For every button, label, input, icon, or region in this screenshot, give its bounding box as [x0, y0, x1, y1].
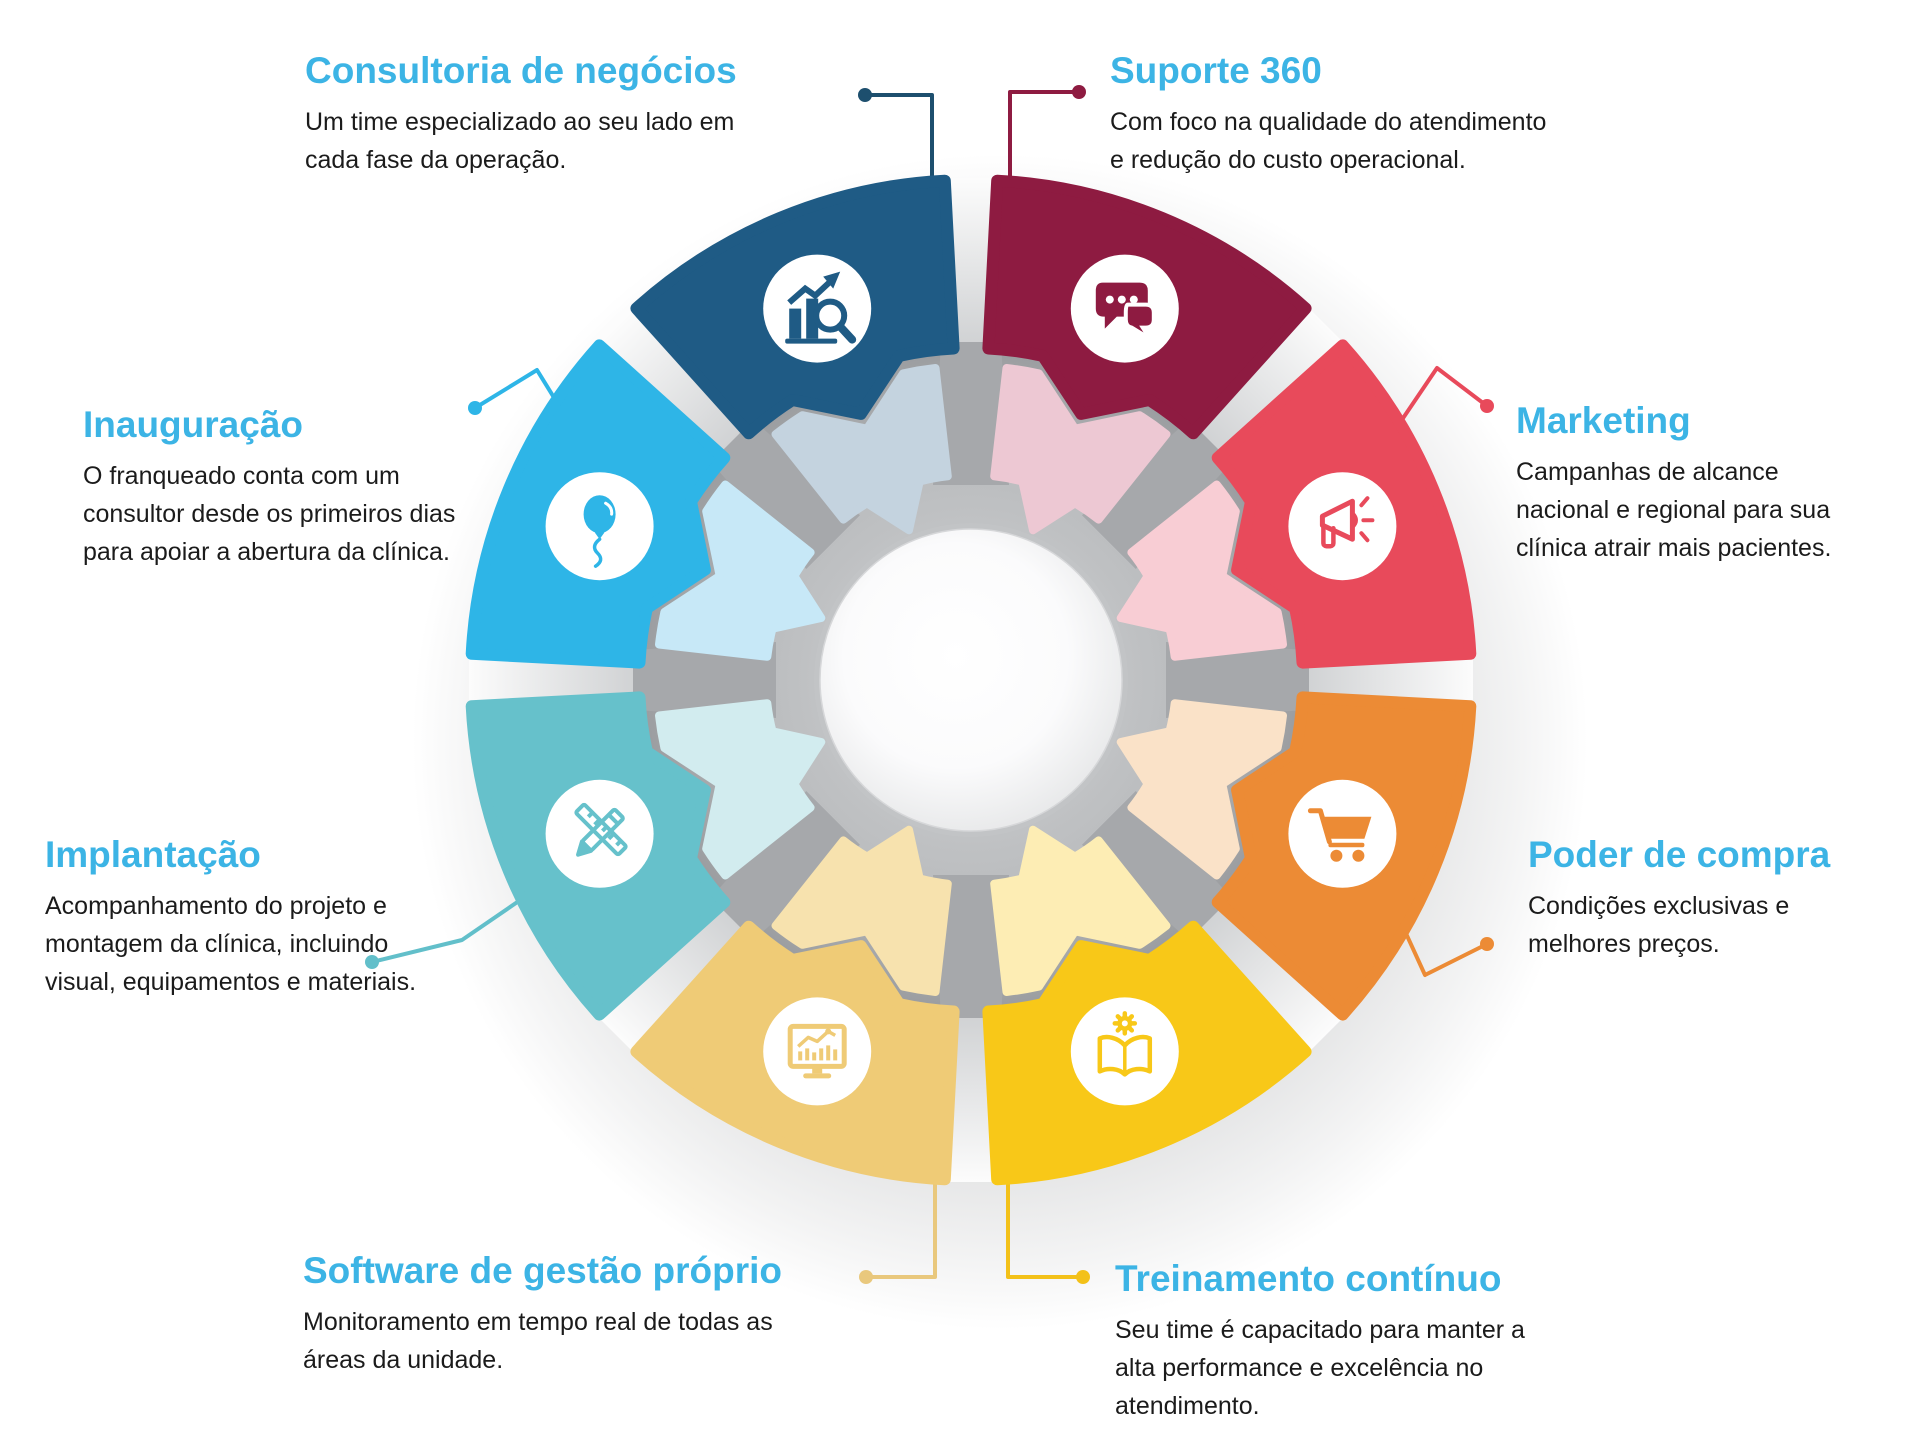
item-title: Poder de compra [1528, 834, 1831, 875]
connector-dot-software-de-gestao-proprio [859, 1270, 873, 1284]
item-title: Software de gestão próprio [303, 1250, 783, 1291]
connector-dot-consultoria-de-negocios [858, 88, 872, 102]
inner-segment-inauguracao [655, 480, 826, 661]
icon-badge-software-de-gestao-proprio [763, 997, 872, 1106]
gear-tooth [933, 342, 1009, 485]
item-description: Monitoramento em tempo real de todas as … [303, 1308, 773, 1374]
segment-icons-layer [545, 254, 1397, 1106]
label-treinamento-continuo: Treinamento contínuo Seu time é capacita… [1115, 1256, 1695, 1425]
item-description: Campanhas de alcance nacional e regional… [1516, 458, 1832, 562]
item-title: Suporte 360 [1110, 50, 1322, 91]
connector-lines-layer [365, 85, 1494, 1284]
inner-segment-consultoria-de-negocios [771, 364, 952, 535]
item-title: Implantação [45, 834, 261, 875]
label-consultoria-de-negocios: Consultoria de negócios Um time especial… [305, 48, 885, 179]
item-description: O franqueado conta com um consultor desd… [83, 462, 456, 566]
item-title: Treinamento contínuo [1115, 1258, 1502, 1299]
connector-suporte-360 [1008, 90, 1081, 182]
gear-tooth [1082, 419, 1232, 569]
connector-dot-treinamento-continuo [1076, 1270, 1090, 1284]
label-poder-de-compra: Poder de compra Condições exclusivas e m… [1528, 832, 1920, 963]
label-software-de-gestao-proprio: Software de gestão próprio Monitoramento… [303, 1248, 883, 1379]
connector-dot-implantacao [365, 955, 379, 969]
connector-implantacao [370, 890, 534, 964]
item-title: Consultoria de negócios [305, 50, 737, 91]
gear-tooth [710, 791, 860, 941]
label-marketing: Marketing Campanhas de alcance nacional … [1516, 398, 1920, 567]
item-description: Seu time é capacitado para manter a alta… [1115, 1316, 1525, 1420]
item-description: Com foco na qualidade do atendimento e r… [1110, 108, 1547, 174]
label-inauguracao: Inauguração O franqueado conta com um co… [83, 402, 663, 571]
center-hub-layer [814, 523, 1128, 837]
connector-dot-inauguracao [468, 401, 482, 415]
item-description: Acompanhamento do projeto e montagem da … [45, 892, 417, 996]
item-title: Inauguração [83, 404, 303, 445]
item-description: Um time especializado ao seu lado em cad… [305, 108, 735, 174]
connector-dot-poder-de-compra [1480, 937, 1494, 951]
inner-segment-treinamento-continuo [990, 825, 1171, 996]
inner-segment-marketing [1116, 480, 1287, 661]
item-title: Marketing [1516, 400, 1691, 441]
inner-segment-poder-de-compra [1116, 699, 1287, 880]
inner-segment-software-de-gestao-proprio [771, 825, 952, 996]
item-description: Condições exclusivas e melhores preços. [1528, 892, 1790, 958]
connector-dot-suporte-360 [1072, 85, 1086, 99]
inner-segment-suporte-360 [990, 364, 1171, 535]
inner-segment-implantacao [655, 699, 826, 880]
gear-tooth [1082, 791, 1232, 941]
inner-ring-layer [655, 364, 1287, 996]
gear-tooth [710, 419, 860, 569]
connector-treinamento-continuo [1006, 1182, 1085, 1279]
connector-software-de-gestao-proprio [864, 1182, 937, 1279]
label-suporte-360: Suporte 360 Com foco na qualidade do ate… [1110, 48, 1690, 179]
gear-tooth [633, 642, 776, 718]
gear-tooth [1166, 642, 1309, 718]
label-implantacao: Implantação Acompanhamento do projeto e … [45, 832, 625, 1001]
gear-tooth [933, 875, 1009, 1018]
center-hub [819, 528, 1123, 832]
icon-badge-marketing [1288, 472, 1397, 581]
connector-dot-marketing [1480, 399, 1494, 413]
connector-consultoria-de-negocios [863, 93, 934, 182]
connector-marketing [1393, 366, 1489, 432]
